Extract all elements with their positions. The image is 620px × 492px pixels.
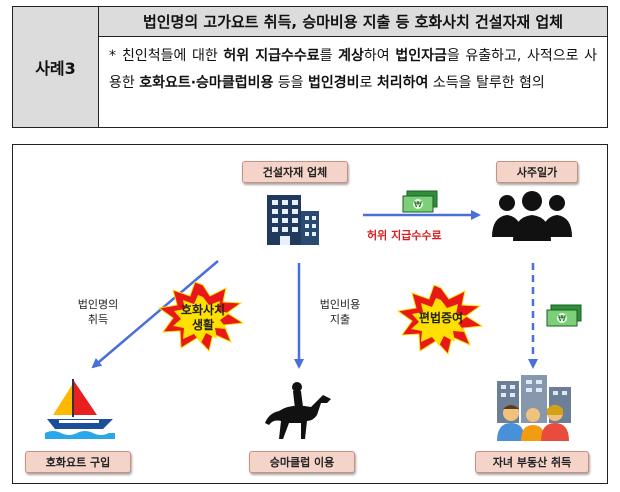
money-icon: ₩: [402, 190, 438, 213]
realestate-label: 자녀 부동산 취득: [475, 451, 589, 473]
luxury-burst-text: 호화사치 생활: [171, 303, 235, 333]
horse-label: 승마클럽 이용: [249, 451, 355, 473]
flow-diagram: 건설자재 업체 사주일가 호화요트 구입 승마클럽 이용 자녀 부동산 취득 허…: [12, 144, 608, 484]
fake-fee-label: 허위 지급수수료: [367, 229, 442, 242]
owner-label: 사주일가: [496, 161, 578, 183]
description-part: 을 유출하고, 사적으로 사용한: [109, 48, 597, 91]
description-text: 친인척들에 대한 허위 지급수수료를 계상하여 법인자금을 유출하고, 사적으로…: [109, 48, 597, 91]
corp-name-line-1: 법인명의: [77, 298, 119, 311]
yacht-label: 호화요트 구입: [25, 451, 131, 473]
description-part: 호화요트·승마클럽비용: [139, 75, 274, 91]
money-icon-2: ₩: [546, 304, 582, 327]
yacht-icon: [45, 379, 115, 439]
arrow-company-to-yacht: [91, 260, 219, 369]
money-symbol: ₩: [414, 200, 422, 209]
luxury-burst-line-1: 호화사치: [180, 303, 226, 317]
description-part: 법인자금: [395, 48, 447, 64]
money-symbol-2: ₩: [558, 314, 566, 323]
luxury-burst-line-2: 생활: [191, 318, 215, 332]
case-box: 사례3 법인명의 고가요트 취득, 승마비용 지출 등 호화사치 건설자재 업체…: [12, 6, 608, 128]
arrows-layer: [91, 210, 538, 369]
description-part: 허위 지급수수료: [223, 48, 320, 64]
corp-expense-label: 법인비용 지출: [305, 297, 375, 327]
description-part: 소득을 탈루한 혐의: [428, 75, 545, 91]
gift-burst-text: 편법증여: [418, 311, 464, 325]
description-part: 법인경비: [308, 75, 360, 91]
corp-expense-line-2: 지출: [329, 313, 351, 326]
corp-name-label: 법인명의 취득: [63, 297, 133, 327]
case-title: 법인명의 고가요트 취득, 승마비용 지출 등 호화사치 건설자재 업체: [99, 7, 607, 37]
family-buildings-icon: [497, 375, 571, 441]
description-part: 처리하여: [376, 75, 429, 91]
description-part: 계상: [338, 48, 364, 64]
case-description: *친인척들에 대한 허위 지급수수료를 계상하여 법인자금을 유출하고, 사적으…: [109, 43, 597, 97]
description-part: 로: [359, 75, 377, 91]
corp-name-line-2: 취득: [87, 313, 109, 326]
case-label: 사례3: [13, 7, 99, 127]
description-part: 등을: [273, 75, 309, 91]
description-part: 친인척들에 대한: [122, 48, 224, 64]
company-label: 건설자재 업체: [242, 161, 348, 183]
building-icon: [267, 195, 319, 245]
people-icon: [492, 191, 572, 241]
description-part: 를: [319, 48, 339, 64]
bullet-mark: *: [109, 48, 116, 64]
luxury-burst-core: [173, 295, 230, 343]
corp-expense-line-1: 법인비용: [319, 298, 361, 311]
description-part: 하여: [363, 48, 396, 64]
gift-burst-core: [411, 298, 468, 346]
horse-rider-icon: [265, 382, 331, 439]
